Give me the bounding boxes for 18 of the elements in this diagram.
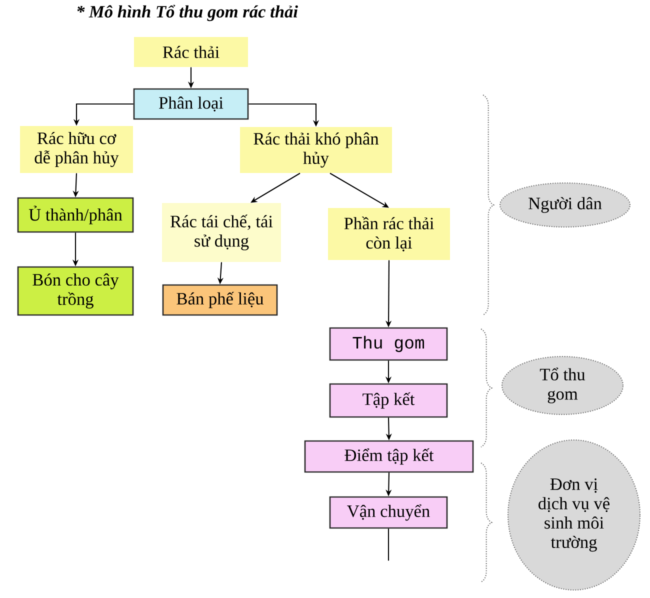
process-box: Bán phế liệu	[162, 284, 278, 316]
connector-line	[388, 528, 390, 561]
process-box: Rác hữu cơ dễ phân hủy	[20, 126, 133, 173]
process-box: Điểm tập kết	[304, 440, 474, 473]
process-box: Thu gom	[329, 327, 448, 361]
process-box: Phần rác thải còn lại	[328, 208, 450, 260]
process-box: Tập kết	[329, 383, 448, 418]
ellipse-node: Đơn vị dịch vụ vệ sinh môi trường	[507, 439, 641, 591]
process-box: Phân loại	[133, 88, 249, 120]
process-box: Rác thải khó phân hủy	[240, 127, 392, 173]
process-box: Rác thải	[134, 37, 248, 67]
process-box: Ủ thành/phân	[17, 197, 134, 233]
title: * Mô hình Tổ thu gom rác thải	[77, 4, 298, 22]
process-box: Vận chuyển	[329, 496, 448, 529]
ellipse-node: Người dân	[499, 182, 631, 228]
ellipse-node: Tổ thu gom	[501, 356, 624, 415]
process-box: Bón cho cây trồng	[17, 266, 134, 316]
process-box: Rác tái chế, tái sử dụng	[162, 203, 281, 262]
